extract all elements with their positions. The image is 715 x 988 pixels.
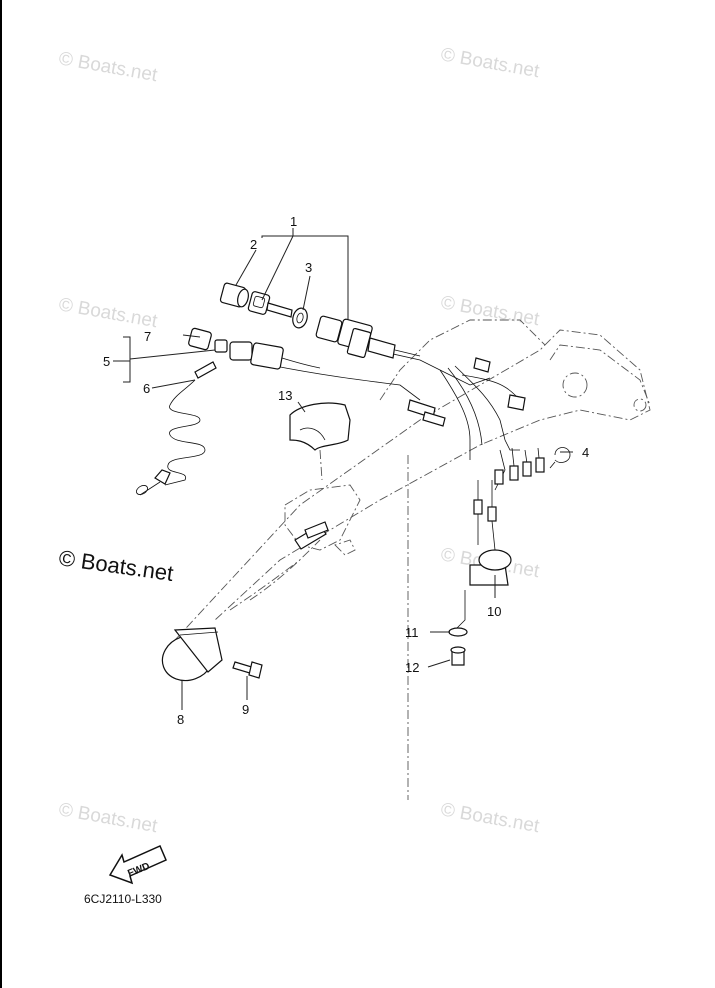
watermark-text-prominent: © Boats.net bbox=[57, 545, 175, 586]
watermark-text: © Boats.net bbox=[439, 44, 541, 82]
watermark-text: © Boats.net bbox=[57, 799, 159, 837]
watermark-text: © Boats.net bbox=[57, 48, 159, 86]
harness-clip-part bbox=[494, 447, 571, 491]
switch-cap-part bbox=[219, 282, 249, 308]
callout-10: 10 bbox=[487, 604, 501, 619]
drawing-code: 6CJ2110-L330 bbox=[84, 892, 162, 906]
watermark-text: © Boats.net bbox=[57, 294, 159, 332]
washer-part bbox=[292, 307, 308, 329]
main-switch-assembly bbox=[315, 315, 491, 373]
stop-switch-assembly bbox=[188, 327, 321, 370]
callout-2: 2 bbox=[250, 237, 257, 252]
watermark-text: © Boats.net bbox=[439, 292, 541, 330]
leader-lines bbox=[113, 228, 573, 710]
ignition-key-part bbox=[247, 291, 293, 318]
callout-4: 4 bbox=[582, 445, 589, 460]
callout-13: 13 bbox=[278, 388, 292, 403]
tiller-handle-outline bbox=[174, 319, 651, 641]
page-border bbox=[0, 0, 2, 988]
callout-labels: 1 2 3 4 5 6 7 8 9 10 11 12 13 bbox=[103, 214, 589, 727]
wiring-harness bbox=[229, 349, 521, 611]
grip-cover-part bbox=[289, 402, 351, 481]
harness-connectors bbox=[294, 394, 526, 550]
callout-5: 5 bbox=[103, 354, 110, 369]
callout-7: 7 bbox=[144, 329, 151, 344]
tiller-grip-part bbox=[161, 627, 263, 682]
warning-buzzer-part bbox=[469, 480, 512, 586]
callout-12: 12 bbox=[405, 660, 419, 675]
watermark-text: © Boats.net bbox=[439, 799, 541, 837]
callout-1: 1 bbox=[290, 214, 297, 229]
callout-6: 6 bbox=[143, 381, 150, 396]
lanyard-cord-part bbox=[136, 361, 217, 496]
callout-11: 11 bbox=[405, 625, 419, 640]
callout-8: 8 bbox=[177, 712, 184, 727]
callout-9: 9 bbox=[242, 702, 249, 717]
forward-arrow-icon: FWD bbox=[108, 845, 167, 885]
bracket-and-screw-parts bbox=[407, 455, 468, 800]
callout-3: 3 bbox=[305, 260, 312, 275]
